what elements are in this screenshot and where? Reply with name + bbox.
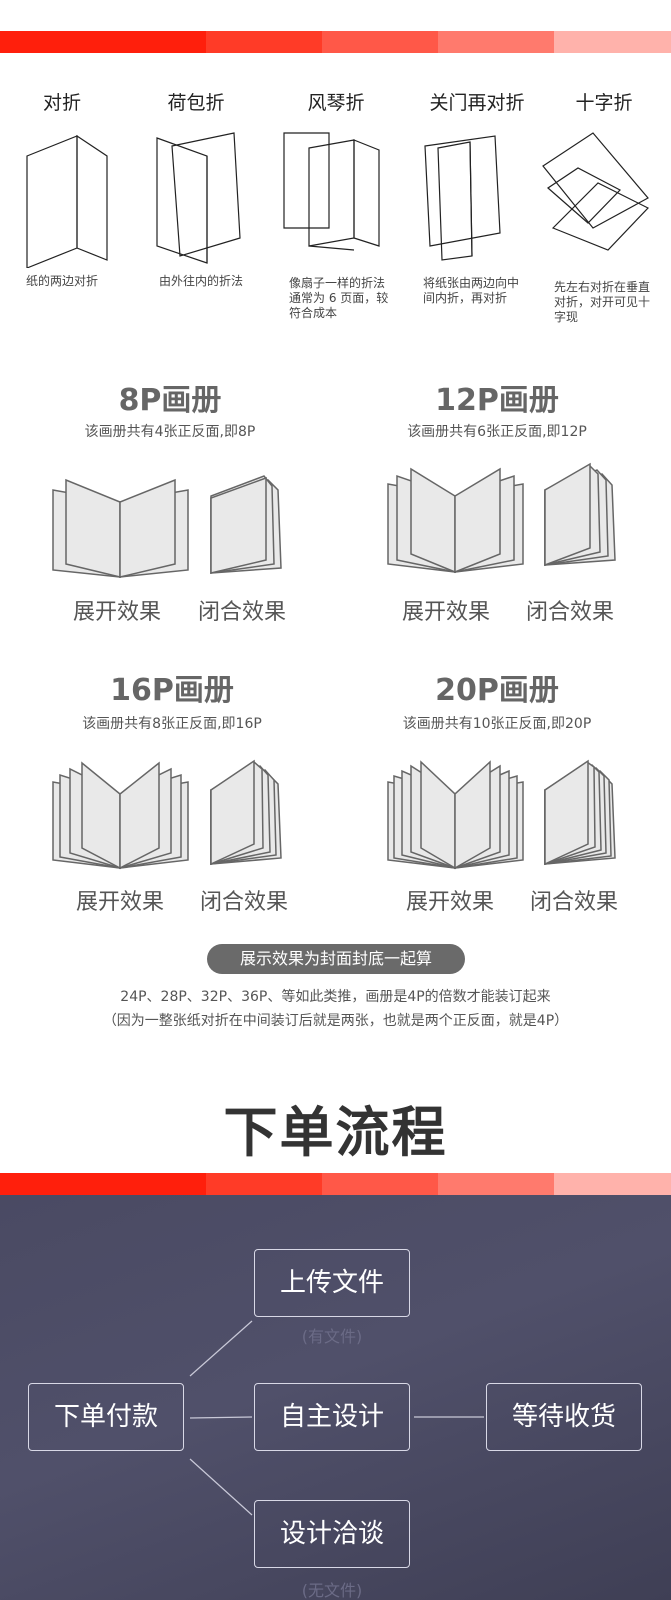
album-20p-open-caption: 展开效果 — [405, 890, 494, 915]
cover-note-badge: 展示效果为封面封底一起算 — [207, 944, 465, 974]
album-16p-title: 16P画册 — [110, 673, 234, 708]
fold-title-pocket: 荷包折 — [167, 92, 225, 114]
album-12p-closed-illustration — [544, 462, 616, 567]
flow-step-pay: 下单付款 — [28, 1383, 184, 1451]
album-16p-closed-caption: 闭合效果 — [199, 890, 288, 915]
album-12p-subtitle: 该画册共有6张正反面,即12P — [407, 424, 587, 440]
half-fold-illustration — [26, 134, 108, 268]
mid-color-bar — [0, 1173, 671, 1195]
album-20p-closed-illustration — [544, 759, 616, 866]
album-16p-open-illustration — [52, 761, 189, 870]
album-8p-closed-caption: 闭合效果 — [197, 600, 286, 625]
flow-negotiate-hint: (无文件) — [301, 1581, 363, 1600]
flow-connectors — [189, 1320, 484, 1516]
fold-title-gate: 关门再对折 — [429, 92, 525, 114]
album-12p-closed-caption: 闭合效果 — [525, 600, 614, 625]
album-12p-open-illustration — [387, 467, 524, 574]
accordion-fold-illustration — [283, 132, 380, 251]
fold-title-accordion: 风琴折 — [307, 92, 365, 114]
album-8p-closed-illustration — [210, 475, 282, 574]
gate-fold-illustration — [424, 135, 501, 261]
fold-desc-gate: 将纸张由两边向中间内折，再对折 — [423, 276, 520, 305]
album-20p-closed-caption: 闭合效果 — [529, 890, 618, 915]
fold-title-cross: 十字折 — [575, 92, 633, 114]
order-flow-panel: 下单付款 上传文件 (有文件) 自主设计 设计洽谈 (无文件) 等待收货 — [0, 1195, 671, 1600]
fold-desc-half: 纸的两边对折 — [26, 274, 99, 288]
album-20p-subtitle: 该画册共有10张正反面,即20P — [402, 716, 592, 732]
flow-step-negotiate: 设计洽谈 — [254, 1500, 410, 1568]
flow-step-self-design: 自主设计 — [254, 1383, 410, 1451]
album-16p-open-caption: 展开效果 — [75, 890, 164, 915]
note-line-2: （因为一整张纸对折在中间装订后就是两张，也就是两个正反面，就是4P） — [102, 1013, 569, 1029]
album-12p-open-caption: 展开效果 — [401, 600, 490, 625]
pocket-fold-illustration — [156, 132, 241, 264]
album-20p-title: 20P画册 — [435, 673, 559, 708]
album-8p-open-illustration — [52, 478, 189, 578]
album-12p-title: 12P画册 — [435, 383, 559, 418]
album-8p-open-caption: 展开效果 — [72, 600, 161, 625]
album-20p-open-illustration — [387, 760, 524, 870]
album-8p-subtitle: 该画册共有4张正反面,即8P — [84, 424, 256, 440]
fold-title-half: 对折 — [42, 92, 81, 114]
fold-desc-cross: 先左右对折在垂直对折，对开可见十字现 — [554, 280, 651, 324]
flow-step-upload: 上传文件 — [254, 1249, 410, 1317]
cross-fold-illustration — [542, 132, 649, 251]
top-color-bar — [0, 31, 671, 53]
fold-desc-accordion: 像扇子一样的折法通常为 6 页面，较符合成本 — [289, 276, 389, 320]
note-line-1: 24P、28P、32P、36P、等如此类推，画册是4P的倍数才能装订起来 — [120, 989, 551, 1005]
album-8p-title: 8P画册 — [118, 383, 222, 418]
fold-desc-pocket: 由外往内的折法 — [159, 274, 244, 288]
flow-step-wait-delivery: 等待收货 — [486, 1383, 642, 1451]
flow-upload-hint: (有文件) — [301, 1327, 363, 1346]
order-process-title: 下单流程 — [223, 1101, 448, 1164]
album-16p-subtitle: 该画册共有8张正反面,即16P — [82, 716, 262, 732]
album-16p-closed-illustration — [210, 759, 282, 866]
